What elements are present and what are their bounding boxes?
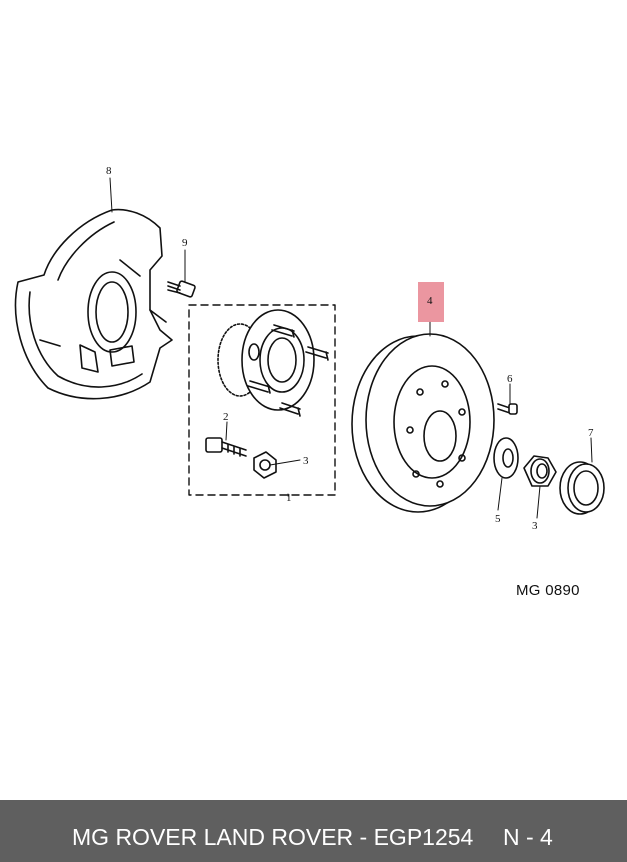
brake-disc-part <box>351 333 495 513</box>
axle-nut-part <box>523 455 557 487</box>
callout-3-axle: 3 <box>532 520 538 532</box>
callout-9: 9 <box>182 237 188 249</box>
leader-lines <box>109 177 593 519</box>
callout-7: 7 <box>588 427 594 439</box>
hub-bolt-part <box>205 437 247 457</box>
callout-8: 8 <box>106 165 112 177</box>
callout-3-hub: 3 <box>303 455 309 467</box>
footer-page-code: N - 4 <box>503 824 553 850</box>
callout-4: 4 <box>427 295 433 307</box>
callout-6: 6 <box>507 373 513 385</box>
hub-assembly-box <box>188 304 336 496</box>
callout-5: 5 <box>495 513 501 525</box>
callout-1: 1 <box>286 492 292 504</box>
disc-screw-part <box>497 403 518 415</box>
washer-part <box>493 437 519 479</box>
shield-bolt-part <box>167 280 196 298</box>
callout-2: 2 <box>223 411 229 423</box>
diagram-reference-code: MG 0890 <box>516 582 580 599</box>
footer-bar: MG ROVER LAND ROVER - EGP1254 N - 4 <box>0 800 627 862</box>
exploded-parts-diagram: 8 9 2 3 1 4 6 5 3 7 <box>14 165 605 532</box>
highlight-box <box>418 282 444 322</box>
dust-shield-part <box>14 208 173 400</box>
dust-cap-part <box>559 461 605 515</box>
footer-title: MG ROVER LAND ROVER - EGP1254 <box>72 824 474 850</box>
wheel-hub-part <box>217 309 329 417</box>
